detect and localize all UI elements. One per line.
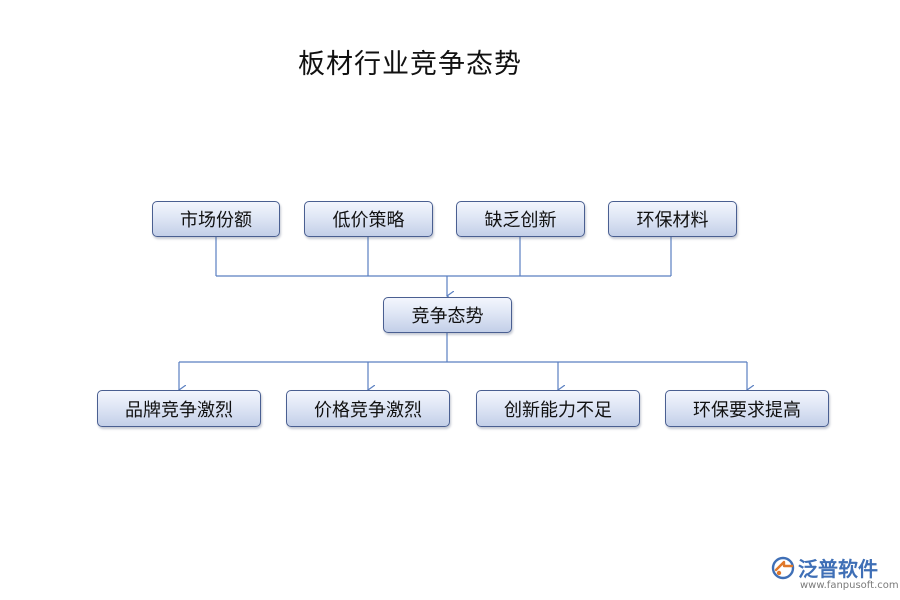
node-market-share: 市场份额 xyxy=(152,201,280,237)
diagram-title: 板材行业竞争态势 xyxy=(298,49,522,80)
node-brand-competition: 品牌竞争激烈 xyxy=(97,390,261,427)
node-price-competition: 价格竞争激烈 xyxy=(286,390,450,427)
brand-url: www.fanpusoft.com xyxy=(800,580,899,591)
node-low-price-strategy: 低价策略 xyxy=(304,201,433,237)
brand-watermark: 泛普软件 www.fanpusoft.com xyxy=(770,553,899,597)
brand-name: 泛普软件 xyxy=(798,557,878,581)
fanpu-logo-icon xyxy=(771,556,795,580)
node-lack-innovation: 缺乏创新 xyxy=(456,201,585,237)
node-eco-requirements: 环保要求提高 xyxy=(665,390,829,427)
node-eco-materials: 环保材料 xyxy=(608,201,737,237)
node-competitive-situation: 竞争态势 xyxy=(383,297,512,333)
node-innovation-shortfall: 创新能力不足 xyxy=(476,390,640,427)
